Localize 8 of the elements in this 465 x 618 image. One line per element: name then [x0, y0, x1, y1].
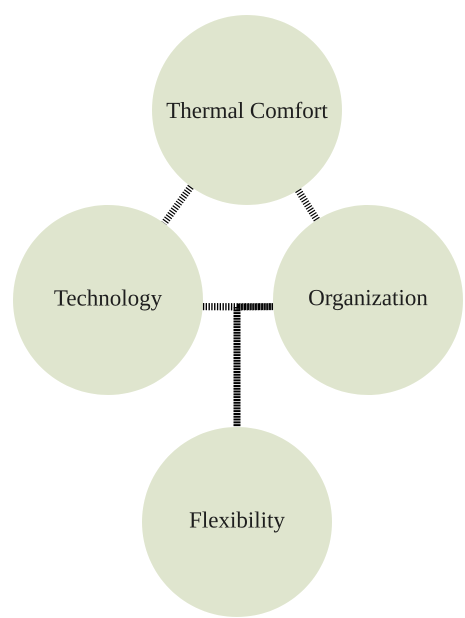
circle-node: Flexibility: [142, 427, 332, 617]
circle-node: Thermal Comfort: [152, 15, 342, 205]
circle-node: Technology: [13, 205, 203, 395]
hatched-connector: [202, 303, 240, 427]
hatched-connector: [161, 184, 194, 226]
hatched-connector: [234, 303, 274, 427]
circle-node: Organization: [273, 205, 463, 395]
hatched-connector: [295, 188, 320, 222]
